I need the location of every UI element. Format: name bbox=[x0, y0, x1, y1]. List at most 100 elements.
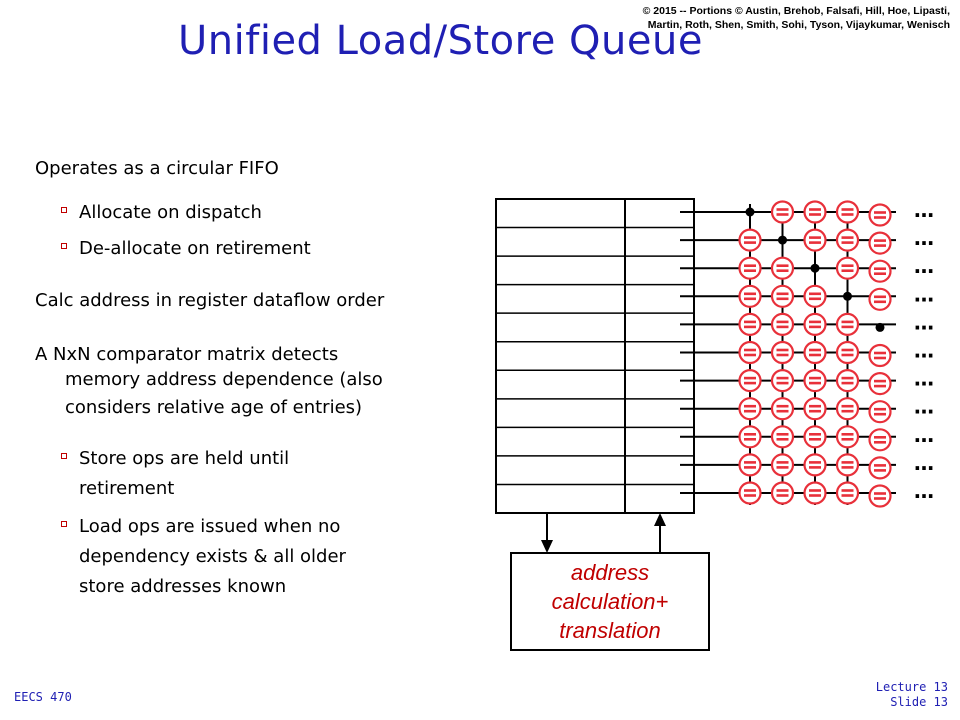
copyright-notice: © 2015 -- Portions © Austin, Brehob, Fal… bbox=[610, 4, 950, 32]
point-comparator-matrix: A NxN comparator matrix detects memory a… bbox=[35, 344, 383, 423]
address-calc-line-3: translation bbox=[559, 618, 661, 643]
row-ellipsis: … bbox=[914, 198, 934, 222]
slide-number-block: Lecture 13 Slide 13 bbox=[876, 680, 948, 710]
comparator-cell bbox=[868, 287, 892, 311]
comparator-cell bbox=[803, 369, 827, 393]
subpoint-store-ops: Store ops are held until retirement bbox=[61, 444, 289, 504]
row-ellipsis: … bbox=[914, 479, 934, 503]
comparator-cell bbox=[835, 312, 860, 336]
comparator-cell bbox=[835, 256, 860, 280]
point-calc-address: Calc address in register dataflow order bbox=[35, 290, 385, 311]
copyright-line-1: © 2015 -- Portions © Austin, Brehob, Fal… bbox=[642, 5, 950, 17]
comparator-cell bbox=[738, 397, 762, 421]
comparator-cell bbox=[868, 343, 892, 368]
point-comparator-line-3: considers relative age of entries) bbox=[65, 397, 363, 418]
comparator-cell bbox=[835, 397, 860, 421]
row-ellipsis: … bbox=[914, 310, 934, 334]
row-ellipsis: … bbox=[914, 395, 934, 419]
subpoint-load-ops: Load ops are issued when no dependency e… bbox=[61, 512, 346, 602]
comparator-cell bbox=[803, 397, 827, 421]
comparator-cell bbox=[803, 312, 827, 336]
course-label: EECS 470 bbox=[14, 690, 72, 704]
comparator-cell bbox=[803, 340, 827, 365]
comparator-cell bbox=[770, 397, 795, 421]
comparator-cell bbox=[770, 284, 795, 308]
comparator-cell bbox=[770, 200, 795, 224]
row-ellipsis: … bbox=[914, 367, 934, 391]
comparator-cell bbox=[835, 228, 860, 252]
bullet-square-icon bbox=[61, 207, 67, 213]
point-comparator-line-1: A NxN comparator matrix detects bbox=[35, 344, 339, 365]
comparator-cell bbox=[835, 453, 860, 477]
row-ellipsis: … bbox=[914, 282, 934, 306]
comparator-cell bbox=[803, 425, 827, 449]
row-ellipsis: … bbox=[914, 451, 934, 475]
address-calc-label: address calculation+ translation bbox=[512, 558, 708, 645]
comparator-cell bbox=[803, 284, 827, 308]
comparator-cell bbox=[738, 425, 762, 449]
comparator-cell bbox=[835, 481, 860, 505]
row-ellipsis: … bbox=[914, 339, 934, 363]
row-ellipsis: … bbox=[914, 423, 934, 447]
address-calc-box bbox=[510, 552, 710, 651]
comparator-cell bbox=[738, 312, 762, 336]
bullet-square-icon bbox=[61, 521, 67, 527]
address-calc-line-2: calculation+ bbox=[551, 589, 669, 614]
comparator-cell bbox=[738, 284, 762, 308]
point-comparator-line-2: memory address dependence (also bbox=[65, 369, 383, 390]
slide-title: Unified Load/Store Queue bbox=[178, 18, 703, 64]
comparator-cell bbox=[738, 369, 762, 393]
comparator-cell bbox=[868, 400, 892, 424]
row-ellipsis: … bbox=[914, 254, 934, 278]
junction-dot bbox=[810, 263, 820, 273]
row-ellipses: … … … … … … … … … … … bbox=[914, 198, 934, 503]
comparator-cell bbox=[770, 453, 795, 477]
copyright-line-2: Martin, Roth, Shen, Smith, Sohi, Tyson, … bbox=[647, 19, 950, 31]
queue-row-lines bbox=[496, 226, 694, 486]
comparator-cells bbox=[738, 200, 892, 508]
point-circular-fifo: Operates as a circular FIFO bbox=[35, 158, 279, 179]
queue-table bbox=[495, 198, 695, 514]
comparator-cell bbox=[738, 228, 762, 252]
comparator-cell bbox=[738, 453, 762, 477]
arrow-up-head bbox=[654, 513, 666, 526]
arrow-down-head bbox=[541, 540, 553, 553]
comparator-cell bbox=[770, 425, 795, 449]
junction-dot bbox=[875, 322, 885, 332]
comparator-cell bbox=[803, 200, 827, 224]
comparator-cell bbox=[770, 481, 795, 505]
comparator-cell bbox=[738, 340, 762, 365]
comparator-cell bbox=[803, 453, 827, 477]
comparator-cell bbox=[835, 340, 860, 365]
comparator-cell bbox=[835, 425, 860, 449]
comparator-cell bbox=[770, 256, 795, 280]
comparator-cell bbox=[868, 259, 892, 283]
lecture-label: Lecture 13 bbox=[875, 680, 948, 694]
slide-label: Slide 13 bbox=[890, 695, 948, 709]
comparator-cell bbox=[738, 256, 762, 280]
bullet-square-icon bbox=[61, 243, 67, 249]
comparator-cell bbox=[868, 203, 892, 227]
address-calc-line-1: address bbox=[570, 560, 650, 585]
comparator-cell bbox=[868, 372, 892, 396]
comparator-cell bbox=[835, 369, 860, 393]
bullet-square-icon bbox=[61, 453, 67, 459]
comparator-cell bbox=[835, 200, 860, 224]
comparator-cell bbox=[770, 369, 795, 393]
comparator-cell bbox=[738, 481, 762, 505]
comparator-cell bbox=[803, 228, 827, 252]
junction-dot bbox=[843, 291, 852, 301]
subpoint-allocate: Allocate on dispatch bbox=[61, 198, 262, 228]
comparator-cell bbox=[868, 231, 892, 255]
comparator-cell bbox=[868, 484, 892, 508]
junction-dot bbox=[745, 207, 755, 217]
comparator-cell bbox=[868, 428, 892, 452]
row-ellipsis: … bbox=[914, 226, 934, 250]
comparator-cell bbox=[770, 312, 795, 336]
comparator-cell bbox=[770, 340, 795, 365]
comparator-cell bbox=[868, 456, 892, 480]
comparator-cell bbox=[803, 481, 827, 505]
junction-dot bbox=[778, 235, 787, 245]
subpoint-deallocate: De-allocate on retirement bbox=[61, 234, 311, 264]
